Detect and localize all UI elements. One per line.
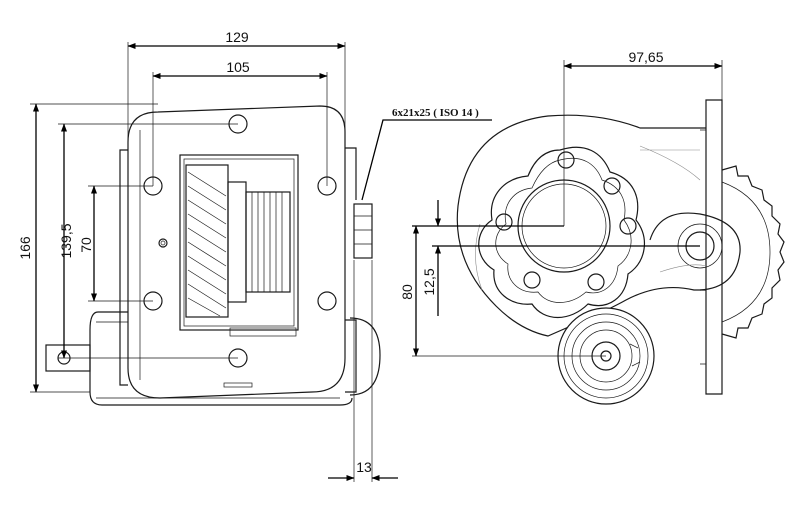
dim-129: 129 [225,29,249,45]
side-dimensions: 97,65 80 12,5 [399,49,723,357]
dim-166: 166 [17,236,33,260]
dim-80: 80 [399,284,415,300]
bolt-holes [143,114,337,368]
dim-12-5: 12,5 [421,268,437,295]
shaft-splines [354,215,372,245]
rod-housing [89,311,353,406]
spur-gear [245,191,291,293]
side-flange [705,99,723,395]
six-lobe-inner [495,157,632,303]
part-marking [223,382,253,388]
left-flange [119,149,128,386]
output-shaft [353,203,373,259]
dim-97-65: 97,65 [628,49,663,65]
helical-gear [185,164,229,318]
side-body [456,114,706,337]
flange-lip [700,129,706,365]
spur-teeth [251,192,283,292]
dim-105: 105 [226,59,250,75]
idler-bulge [649,212,741,291]
lower-rack [229,327,297,337]
gear-window [179,154,299,331]
side-bolt-holes [495,151,637,291]
front-dimensions: 129 105 166 139,5 70 13 6x21x25 ( ISO 14… [17,29,492,482]
dim-70: 70 [78,237,94,253]
rod-housing-detail [96,321,340,399]
dim-13: 13 [356,459,372,475]
shaft-collar [227,181,247,303]
dim-139-5: 139,5 [58,223,74,258]
side-contours [475,145,707,291]
right-body [345,147,357,393]
housing-flange [127,105,346,399]
six-lobe-flange [478,146,645,318]
side-view [456,99,785,405]
shaft-spec-label: 6x21x25 ( ISO 14 ) [392,107,479,119]
side-spur-gear [721,165,785,339]
gear-window-inner [183,158,295,327]
front-view [45,105,381,406]
round-boss [349,317,381,396]
